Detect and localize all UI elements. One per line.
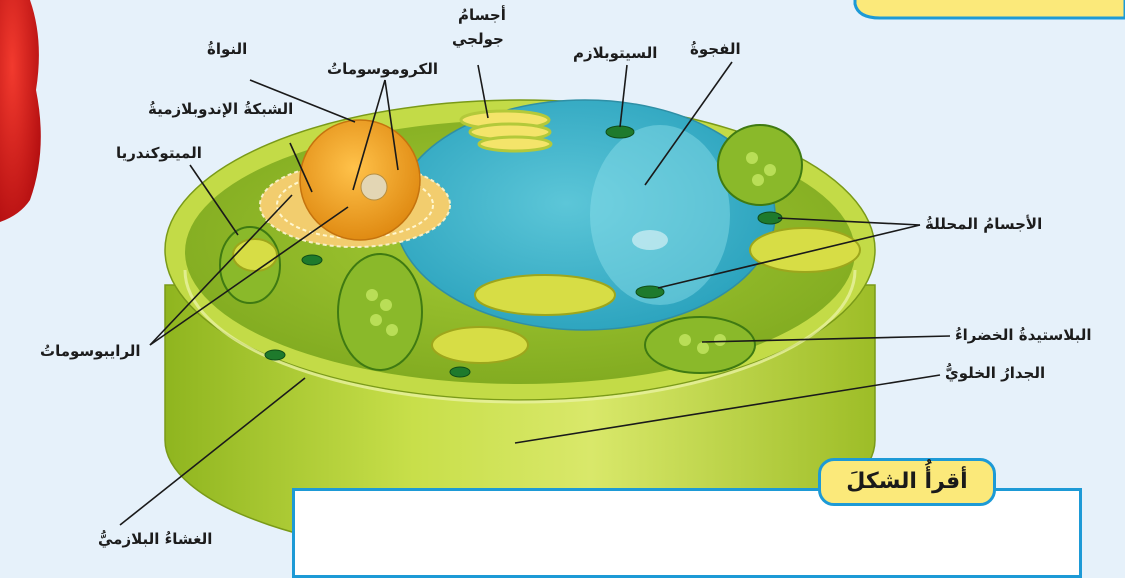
nucleus-shape bbox=[300, 120, 420, 240]
label-cytoplasm: السيتوبلازم bbox=[573, 44, 657, 62]
top-right-tab-decoration bbox=[855, 0, 1125, 18]
read-figure-title: أقرأُ الشكلَ bbox=[846, 469, 967, 494]
label-chromosomes: الكروموسوماتُ bbox=[327, 60, 438, 78]
read-figure-tab: أقرأُ الشكلَ bbox=[818, 458, 996, 506]
vacuole-highlight bbox=[590, 125, 730, 305]
label-nucleus: النواةُ bbox=[207, 40, 247, 58]
label-vacuole: الفجوةُ bbox=[690, 40, 741, 58]
label-chloroplast: البلاستيدةُ الخضراءُ bbox=[955, 326, 1092, 344]
label-lysosomes: الأجسامُ المحللةُ bbox=[925, 215, 1042, 233]
label-golgi-line1: أجسامُ bbox=[458, 6, 506, 24]
red-decoration bbox=[0, 0, 41, 222]
label-cell-wall: الجدارُ الخلويُّ bbox=[945, 364, 1045, 382]
nucleolus-shape bbox=[361, 174, 387, 200]
label-golgi-line2: جولجي bbox=[452, 30, 504, 48]
label-er: الشبكةُ الإندوبلازميةُ bbox=[148, 100, 293, 118]
label-ribosomes: الرايبوسوماتُ bbox=[40, 342, 141, 360]
label-cell-membrane: الغشاءُ البلازميُّ bbox=[98, 530, 212, 548]
label-mitochondria: الميتوكندريا bbox=[116, 144, 202, 162]
